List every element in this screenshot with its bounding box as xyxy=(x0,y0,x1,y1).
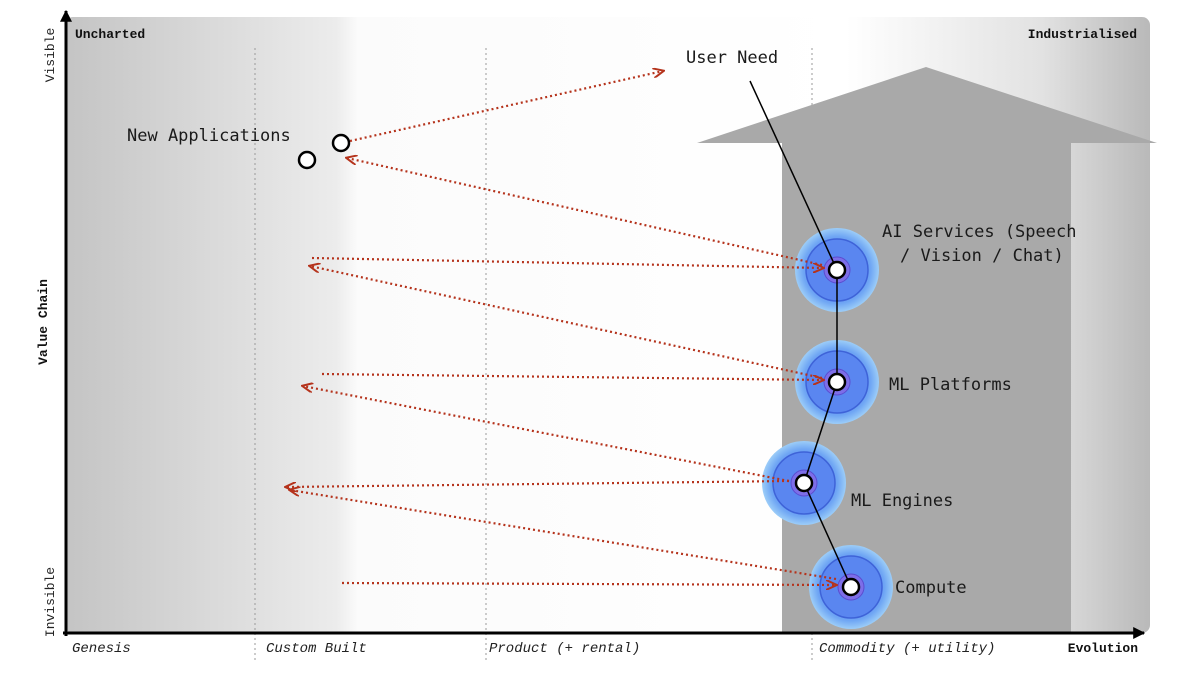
dependency-links xyxy=(749,80,852,588)
link-ml-engines-to-compute xyxy=(803,482,852,588)
stage-product: Product (+ rental) xyxy=(489,641,640,657)
arrow-right-compute xyxy=(341,583,836,585)
corner-industrialised: Industrialised xyxy=(1028,27,1137,42)
label-ml-engines: ML Engines xyxy=(851,491,953,511)
corner-uncharted: Uncharted xyxy=(75,27,145,42)
arrow-compute-to-left xyxy=(290,490,837,581)
arrow-right-ai-services xyxy=(311,256,823,268)
label-ml-platforms: ML Platforms xyxy=(889,375,1012,395)
node-new-applications[interactable] xyxy=(331,133,351,153)
y-axis-visible-label: Visible xyxy=(43,28,58,83)
label-ai-services-line2: / Vision / Chat) xyxy=(900,246,1064,266)
label-ai-services-line1: AI Services (Speech xyxy=(882,222,1076,242)
node-compute[interactable] xyxy=(841,577,861,597)
node-new-applications-alt[interactable] xyxy=(297,150,317,170)
x-axis-title: Evolution xyxy=(1068,641,1138,656)
label-compute: Compute xyxy=(895,578,967,598)
link-ml-platforms-to-ml-engines xyxy=(803,381,838,484)
node-ml-engines[interactable] xyxy=(794,473,814,493)
arrow-ml-platforms-to-left xyxy=(310,266,823,380)
y-axis-invisible-label: Invisible xyxy=(43,567,58,637)
arrow-right-ml-platforms xyxy=(321,372,823,380)
stage-custom-built: Custom Built xyxy=(266,641,367,657)
evolution-arrows xyxy=(286,71,836,585)
link-user-need-to-ai-services xyxy=(749,80,838,271)
arrow-left-ml-engines xyxy=(286,479,790,487)
node-ai-services[interactable] xyxy=(827,260,847,280)
arrow-new-apps-to-user-need xyxy=(349,71,663,143)
label-new-applications: New Applications xyxy=(127,126,291,146)
node-ml-platforms[interactable] xyxy=(827,372,847,392)
stage-commodity: Commodity (+ utility) xyxy=(819,641,995,657)
stage-genesis: Genesis xyxy=(72,641,131,657)
label-user-need: User Need xyxy=(686,48,778,68)
y-axis-title: Value Chain xyxy=(36,279,51,365)
arrow-ai-services-to-new-apps xyxy=(347,158,823,267)
